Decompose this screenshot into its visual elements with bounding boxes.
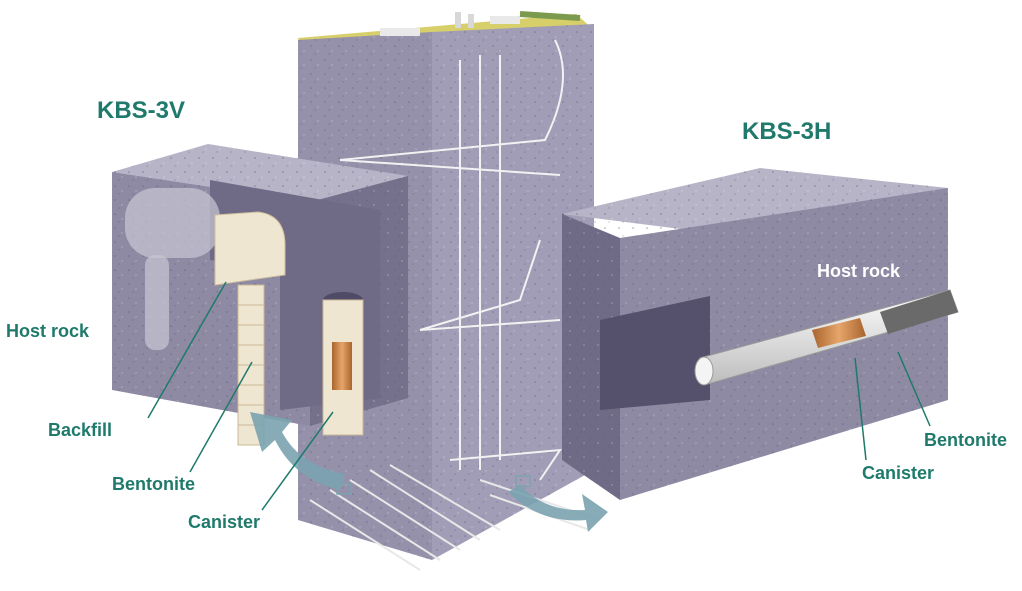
backfill-plug [214,211,286,286]
kbs3h-block [562,168,959,500]
kbs3h-bentonite-label: Bentonite [924,430,1007,450]
kbs3v-title: KBS-3V [97,97,186,124]
kbs3h-title: KBS-3H [742,118,832,145]
backfill-leader [147,281,227,419]
deposition-tunnel-grid [309,464,601,571]
kbs3v-host-rock-label: Host rock [6,321,90,341]
arrow-to-kbs3v-icon [250,412,345,490]
arrow-to-kbs3h-icon [508,485,608,532]
kbs3v-transparent-tunnel [125,188,220,258]
kbs3h-host-rock-label: Host rock [817,261,901,281]
kbs3v-block [112,144,408,446]
kbs3v-canister [332,342,352,390]
kbs3h-deposition-tube [694,289,959,386]
kbs3v-canister-label: Canister [188,512,261,532]
kbs3h-tunnel-opening [600,296,710,410]
leader-lines [147,281,931,511]
kbs3v-bentonite-leader [189,361,253,473]
kbs3h-canister-leader [854,357,867,461]
shaft-tunnels [339,39,564,481]
surface-facility [380,11,581,36]
kbs3h-canister [812,318,866,348]
kbs3h-bentonite-leader [897,351,931,427]
kbs3v-canister-leader [261,411,334,511]
kbs3h-canister-label: Canister [862,463,935,483]
kbs3v-backfill-label: Backfill [48,420,113,440]
kbs3v-deposition-hole [322,292,364,436]
kbs3v-bentonite-label: Bentonite [112,474,195,494]
